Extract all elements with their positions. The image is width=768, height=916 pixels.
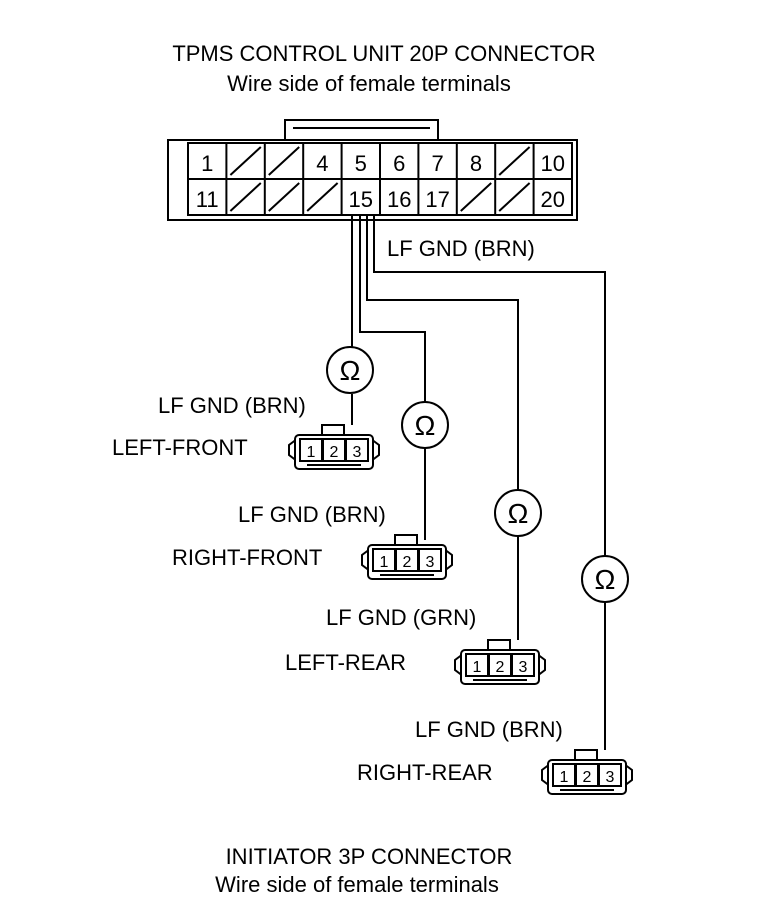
label-left-rear: LEFT-REAR (285, 650, 407, 675)
wire-label-left-rear: LF GND (GRN) (326, 605, 477, 630)
svg-text:2: 2 (403, 554, 412, 571)
wires (351, 215, 606, 750)
wire-label-left-front: LF GND (BRN) (158, 393, 306, 418)
bottom-blank-9 (498, 182, 531, 212)
ohmmeter-left-rear: Ω (494, 489, 542, 537)
bottom-blank-3 (268, 182, 300, 212)
svg-text:2: 2 (496, 659, 505, 676)
label-right-rear: RIGHT-REAR (357, 760, 493, 785)
connector-subtitle: Wire side of female terminals (227, 71, 511, 96)
svg-text:Ω: Ω (595, 564, 616, 595)
ohmmeter-left-front: Ω (326, 346, 374, 394)
initiator-title: INITIATOR 3P CONNECTOR (225, 844, 513, 869)
svg-text:Ω: Ω (340, 355, 361, 386)
ohmmeter-right-front: Ω (401, 401, 449, 449)
wire-label-right-front: LF GND (BRN) (238, 502, 386, 527)
svg-text:1: 1 (560, 769, 569, 786)
svg-text:2: 2 (583, 769, 592, 786)
pin-6: 6 (393, 151, 405, 176)
pin-11: 11 (196, 187, 219, 212)
pin-7: 7 (431, 151, 443, 176)
pin-20: 20 (541, 187, 565, 212)
top-blank-3 (268, 146, 300, 176)
label-right-front: RIGHT-FRONT (172, 545, 323, 570)
connector-title: TPMS CONTROL UNIT 20P CONNECTOR (172, 41, 596, 66)
svg-text:1: 1 (380, 554, 389, 571)
bottom-blank-8 (460, 182, 492, 212)
ohmmeter-right-rear: Ω (581, 555, 629, 603)
initiator-pin-3 (418, 548, 442, 572)
wire-label-right-rear: LF GND (BRN) (415, 717, 563, 742)
initiator-pin-3 (598, 763, 622, 787)
pin-8: 8 (470, 151, 482, 176)
top-blank-9 (498, 146, 531, 176)
pin-5: 5 (355, 151, 367, 176)
pin-17: 17 (425, 187, 449, 212)
pin-10: 10 (541, 151, 565, 176)
connector-bottom-row: 11 15 16 17 20 (196, 179, 565, 215)
svg-text:Ω: Ω (415, 410, 436, 441)
svg-text:1: 1 (307, 444, 316, 461)
initiator-pin-3 (511, 653, 535, 677)
svg-text:3: 3 (606, 769, 615, 786)
svg-text:2: 2 (330, 444, 339, 461)
top-blank-2 (229, 146, 262, 176)
pin-16: 16 (387, 187, 411, 212)
pin-4: 4 (316, 151, 328, 176)
initiator-pin-3 (345, 438, 369, 462)
svg-text:3: 3 (353, 444, 362, 461)
initiator-subtitle: Wire side of female terminals (215, 872, 499, 897)
bottom-blank-2 (229, 182, 262, 212)
bottom-blank-4 (306, 182, 339, 212)
pin-15: 15 (349, 187, 373, 212)
wire-label-top: LF GND (BRN) (387, 236, 535, 261)
svg-text:1: 1 (473, 659, 482, 676)
pin-1: 1 (201, 151, 213, 176)
svg-text:3: 3 (426, 554, 435, 571)
connector-top-row: 1 4 5 6 7 8 10 (201, 143, 565, 179)
svg-text:3: 3 (519, 659, 528, 676)
label-left-front: LEFT-FRONT (112, 435, 248, 460)
svg-text:Ω: Ω (508, 498, 529, 529)
